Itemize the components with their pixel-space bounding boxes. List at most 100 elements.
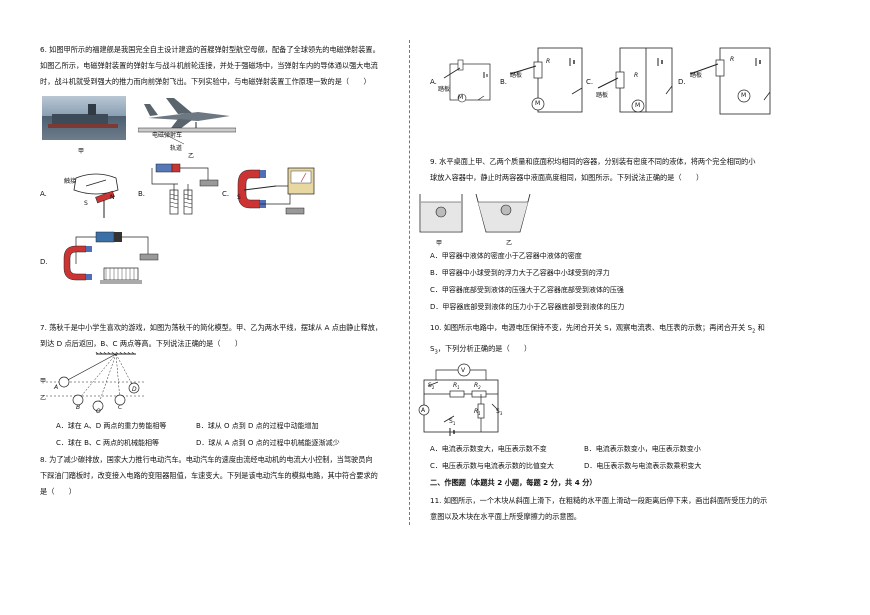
catapult-label: 电磁弹射车 <box>152 132 183 139</box>
s1-letter: S <box>449 418 453 425</box>
q9-option-a[interactable]: A．甲容器中液体的密度小于乙容器中液体的密度 <box>430 252 582 260</box>
jet-catapult-figure <box>138 98 236 145</box>
q8-option-c[interactable]: C. <box>586 78 594 86</box>
q10-line2-s: S <box>430 344 435 353</box>
q6-fig-b <box>151 163 219 215</box>
r2-letter: R <box>474 382 479 389</box>
voltmeter-label: V <box>461 367 466 374</box>
swing-diagram <box>46 352 144 412</box>
fig-jia-caption: 甲 <box>78 148 85 155</box>
q10-line1-and: 和 <box>755 323 765 332</box>
q6-option-b[interactable]: B. <box>138 190 146 198</box>
q7-option-c[interactable]: C．球在 B、C 两点的机械能相等 <box>56 439 160 447</box>
q10-line1: 10. 如图所示电路中，电源电压保持不变，先闭合开关 S，观察电流表、电压表的示… <box>430 322 765 337</box>
q8-option-a[interactable]: A. <box>430 78 437 86</box>
pedal-label-d: 踏板 <box>690 72 703 79</box>
pedal-label-b: 踏板 <box>510 72 523 79</box>
section-2-title: 二、作图题（本题共 2 小题，每题 2 分，共 4 分） <box>430 478 597 487</box>
motor-label-b: M <box>535 100 541 107</box>
q7-line1: 7. 荡秋千是中小学生喜欢的游戏，如图为荡秋千的简化模型。甲、乙为两水平线，摆球… <box>40 323 383 332</box>
s3-sub: 3 <box>499 411 503 417</box>
nb-label-a: N <box>110 194 115 201</box>
r1-label: R1 <box>453 382 460 390</box>
r1-lower-sub: 1 <box>478 411 481 417</box>
q6-line2: 如图乙所示，电磁弹射装置的弹射车与战斗机前轮连接，并处于强磁场中，当弹射车内的导… <box>40 61 378 70</box>
q8-line3: 是（ ） <box>40 487 76 496</box>
q9-option-c[interactable]: C．甲容器底部受到液体的压强大于乙容器底部受到液体的压强 <box>430 286 624 294</box>
q9-line1: 9. 水平桌面上甲、乙两个质量和底面积均相同的容器，分别装有密度不同的液体，将两… <box>430 157 756 166</box>
q6-line1: 6. 如图甲所示的福建舰是我国完全自主设计建造的首艘弹射型航空母舰，配备了全球领… <box>40 45 380 54</box>
motor-label-d: M <box>741 92 747 99</box>
s2-letter: S <box>428 382 432 389</box>
containers-figure <box>419 193 531 233</box>
s-label-c: S <box>237 194 241 201</box>
q9-option-b[interactable]: B．甲容器中小球受到的浮力大于乙容器中小球受到的浮力 <box>430 269 610 277</box>
q8-line1: 8. 为了减少碳排放，国家大力推行电动汽车。电动汽车的速度由流经电动机的电流大小… <box>40 455 373 464</box>
q10-line2: S3，下列分析正确的是（ ） <box>430 343 531 358</box>
r-label-b: R <box>546 58 551 65</box>
pedal-label-c: 踏板 <box>596 92 609 99</box>
q8-circuit-d <box>689 47 771 115</box>
point-a: A <box>54 384 59 391</box>
q7-option-a[interactable]: A．球在 A、D 两点的重力势能相等 <box>56 422 167 430</box>
s3-letter: S <box>496 408 500 415</box>
carrier-silhouette <box>48 104 118 128</box>
q6-option-d[interactable]: D. <box>40 258 48 266</box>
q10-option-c[interactable]: C．电压表示数与电流表示数的比值变大 <box>430 462 554 470</box>
q10-option-b[interactable]: B．电流表示数变小，电压表示数变小 <box>584 445 701 453</box>
pedal-label-a: 踏板 <box>438 86 451 93</box>
column-divider <box>409 40 410 525</box>
motor-label-a: M <box>458 94 464 101</box>
q6-option-c[interactable]: C. <box>222 190 230 198</box>
q6-fig-d <box>63 231 159 284</box>
q9-line2: 球放入容器中，静止时两容器中液面高度相同，如图所示。下列说法正确的是（ ） <box>430 173 704 182</box>
point-c: C <box>118 404 123 411</box>
point-b: B <box>76 404 81 411</box>
s2-label: S2 <box>428 382 434 390</box>
motor-label-c: M <box>635 102 641 109</box>
r1-lower-label: R1 <box>474 408 481 416</box>
touch-label: 触接 <box>64 178 77 185</box>
q7-option-b[interactable]: B．球从 O 点到 D 点的过程中动能增加 <box>196 422 319 430</box>
q10-line1-sub2: 2 <box>752 328 756 335</box>
q8-option-d[interactable]: D. <box>678 78 686 86</box>
r-label-d: R <box>730 56 735 63</box>
q8-circuit-b <box>509 47 583 113</box>
s1-label: S1 <box>449 418 455 426</box>
container-yi-label: 乙 <box>506 240 513 247</box>
r1-letter: R <box>453 382 458 389</box>
q6-option-a[interactable]: A. <box>40 190 47 198</box>
q8-circuit-c <box>597 47 673 113</box>
q6-fig-a <box>73 173 119 218</box>
s3-label: S3 <box>496 408 502 416</box>
s1-sub: 1 <box>452 421 456 427</box>
s-label-a: S <box>84 200 88 207</box>
s2-sub: 2 <box>431 385 435 391</box>
r1-sub: 1 <box>457 385 460 391</box>
r-label-c: R <box>634 72 639 79</box>
q10-option-d[interactable]: D．电压表示数与电流表示数乘积变大 <box>584 462 702 470</box>
point-o: O <box>96 408 101 415</box>
q8-line2: 下踩油门踏板时，改变接入电路的变阻器阻值，车速变大。下列是该电动汽车的模拟电路，… <box>40 471 378 480</box>
q6-fig-c <box>237 167 315 215</box>
q9-option-d[interactable]: D．甲容器底部受到液体的压力小于乙容器底部受到液体的压力 <box>430 303 625 311</box>
q8-option-b[interactable]: B. <box>500 78 508 86</box>
q10-line2-sub3: 3 <box>434 349 438 356</box>
r1-lower-letter: R <box>474 408 479 415</box>
line-yi-label: 乙 <box>40 395 47 402</box>
line-jia-label: 甲 <box>40 378 47 385</box>
track-label: 轨道 <box>170 145 183 152</box>
q10-option-a[interactable]: A．电流表示数变大，电压表示数不变 <box>430 445 547 453</box>
r2-sub: 2 <box>478 385 481 391</box>
q11-line1: 11. 如图所示，一个木块从斜面上滑下，在粗糙的水平面上滑动一段距离后停下来，画… <box>430 496 768 505</box>
q6-line3: 时，战斗机就受到强大的推力而向前弹射飞出。下列实验中，与电磁弹射装置工作原理一致… <box>40 77 371 86</box>
q11-line2: 意图以及木块在水平面上所受摩擦力的示意图。 <box>430 512 581 521</box>
q7-option-d[interactable]: D．球从 A 点到 O 点的过程中机械能逐渐减少 <box>196 439 340 447</box>
q10-line1-text: 10. 如图所示电路中，电源电压保持不变，先闭合开关 S，观察电流表、电压表的示… <box>430 323 753 332</box>
q7-line2: 到达 D 点后返回，B、C 两点等高。下列说法正确的是（ ） <box>40 339 243 348</box>
q8-circuit-a <box>443 59 491 103</box>
q10-circuit <box>418 363 499 436</box>
container-jia-label: 甲 <box>436 240 443 247</box>
q10-line2-rest: ，下列分析正确的是（ ） <box>437 344 532 353</box>
